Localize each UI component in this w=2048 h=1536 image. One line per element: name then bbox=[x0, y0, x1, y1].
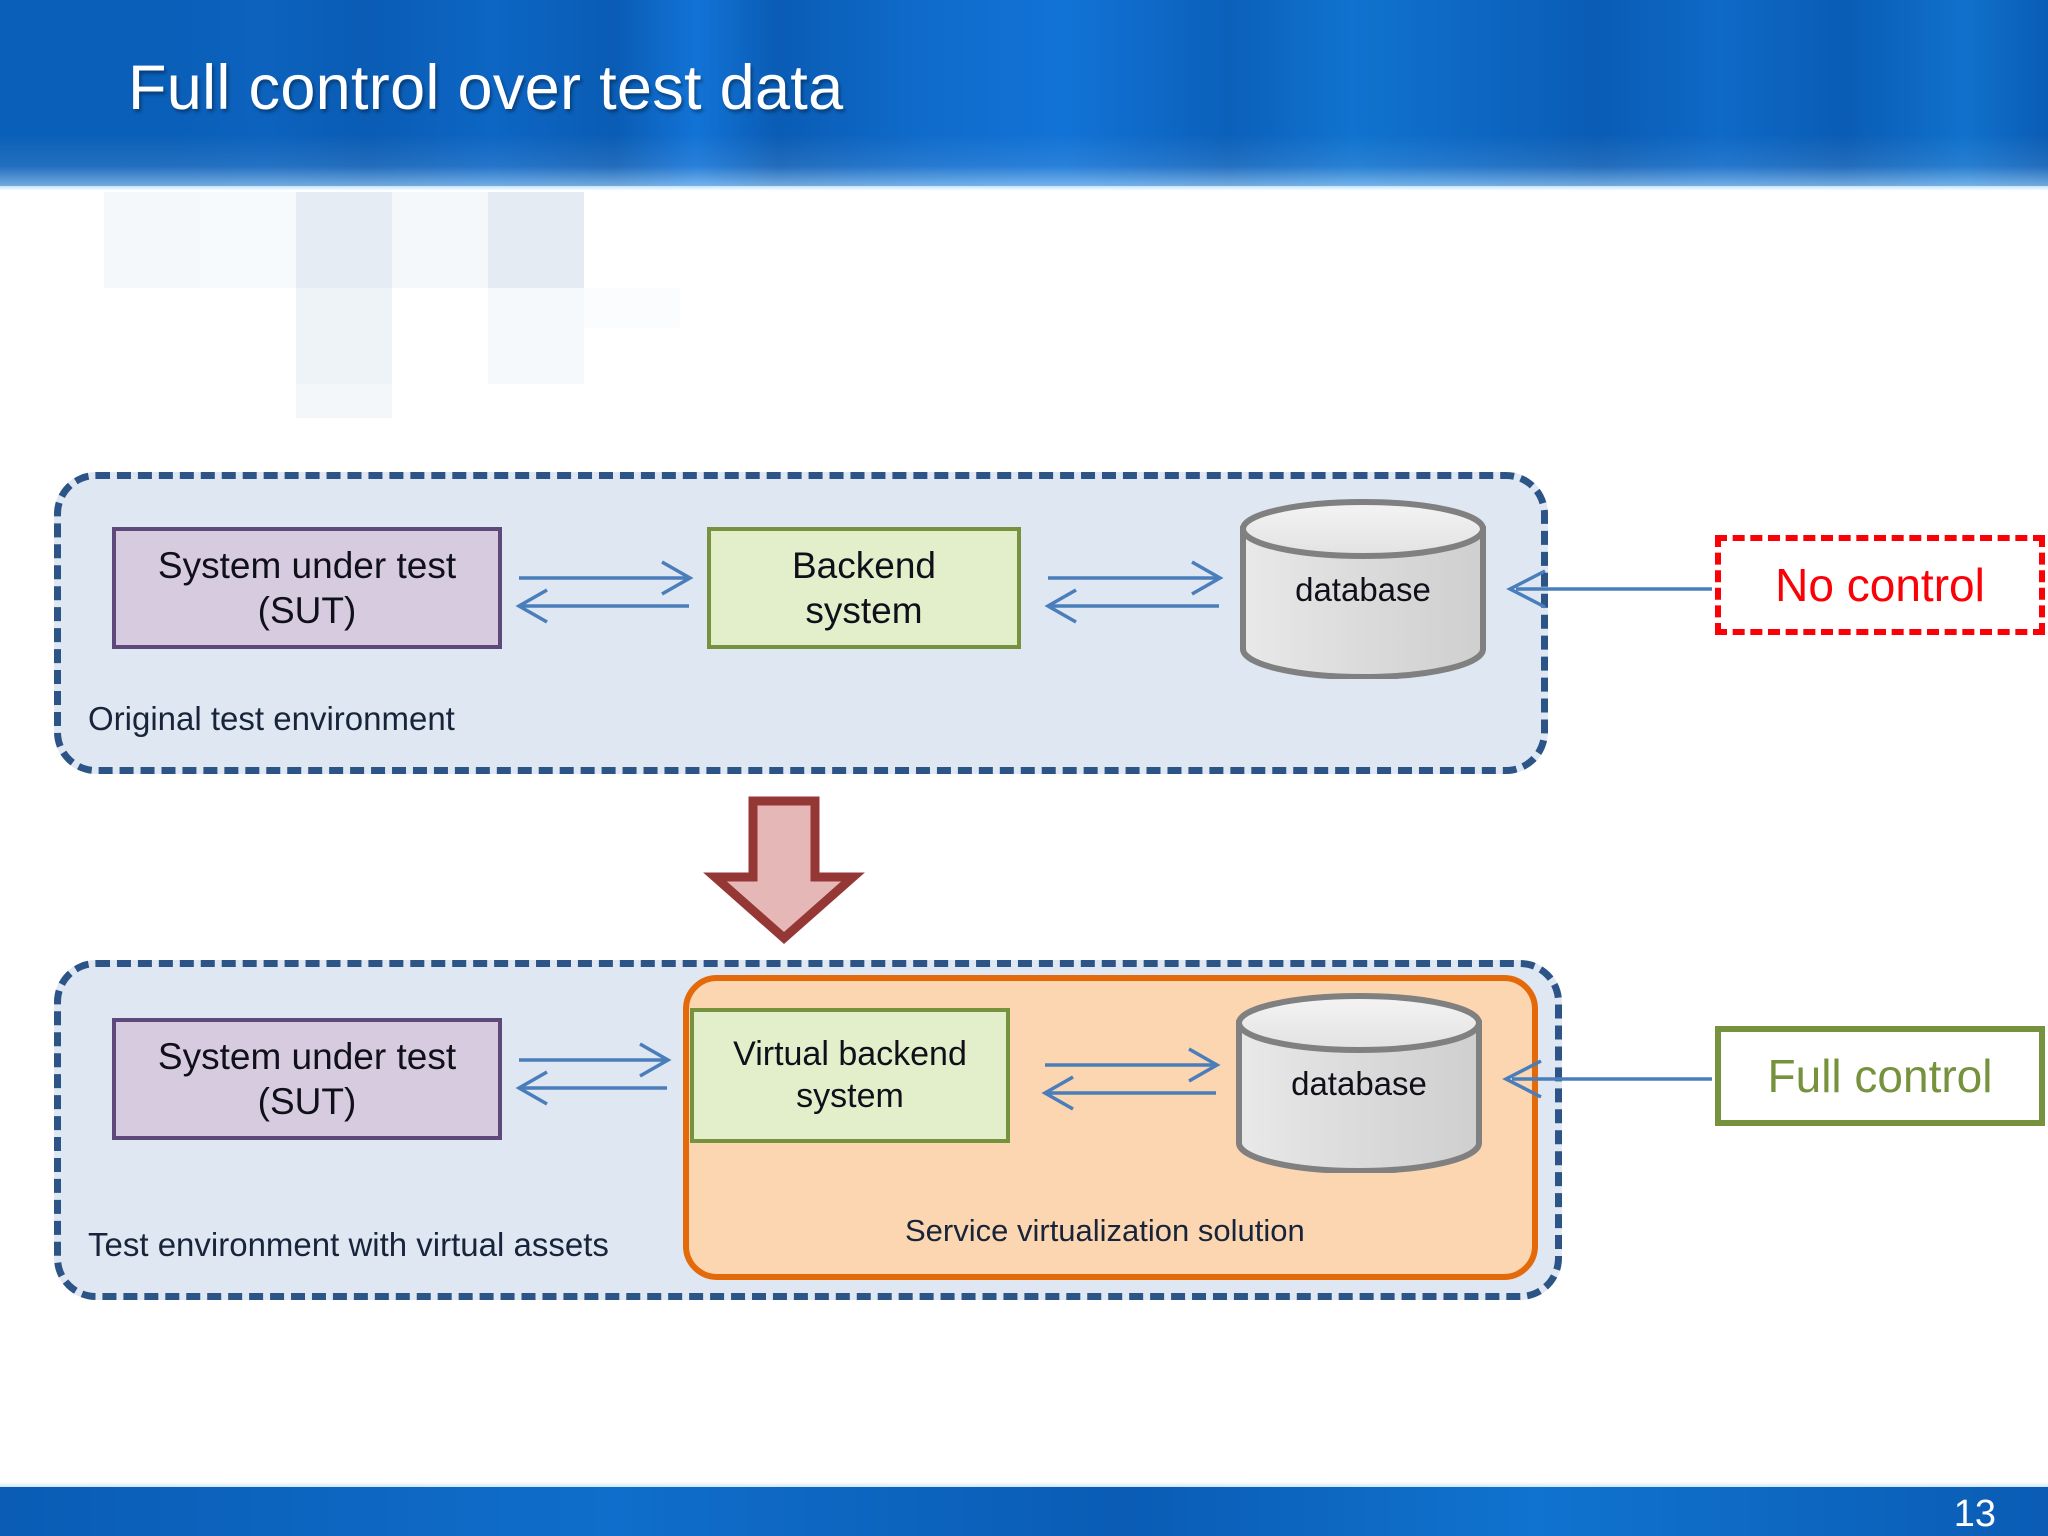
virtual-test-environment-label: Test environment with virtual assets bbox=[88, 1226, 609, 1263]
backend-system-text: Backend system bbox=[792, 543, 936, 633]
sut-box-bottom[interactable]: System under test (SUT) bbox=[112, 1018, 502, 1140]
sut-bottom-line1: System under test bbox=[157, 1035, 457, 1077]
transition-down-arrow bbox=[703, 796, 865, 945]
sut-box-bottom-text: System under test (SUT) bbox=[158, 1034, 456, 1124]
sut-box-top-text: System under test (SUT) bbox=[158, 543, 456, 633]
virtual-backend-text: Virtual backend system bbox=[733, 1034, 967, 1117]
database-label-bottom: database bbox=[1291, 1065, 1427, 1102]
decor-square bbox=[488, 288, 584, 384]
decor-square bbox=[200, 192, 296, 288]
database-cylinder-bottom[interactable]: database bbox=[1234, 993, 1484, 1174]
no-control-callout[interactable]: No control bbox=[1715, 535, 2045, 635]
header-sheen bbox=[0, 134, 2048, 186]
database-label-top: database bbox=[1295, 571, 1431, 608]
decor-square bbox=[104, 192, 200, 288]
slide-header bbox=[0, 0, 2048, 186]
sut-bottom-line2: (SUT) bbox=[257, 1081, 357, 1122]
footer-bar bbox=[0, 1487, 2048, 1536]
backend-line2: system bbox=[805, 590, 923, 631]
full-control-callout[interactable]: Full control bbox=[1715, 1026, 2045, 1126]
sut-top-line2: (SUT) bbox=[257, 590, 357, 631]
backend-system-box[interactable]: Backend system bbox=[707, 527, 1021, 649]
service-virtualization-label: Service virtualization solution bbox=[905, 1213, 1305, 1248]
original-test-environment-label: Original test environment bbox=[88, 700, 455, 737]
decor-square bbox=[488, 192, 584, 288]
database-cylinder-top[interactable]: database bbox=[1238, 499, 1488, 680]
no-control-label: No control bbox=[1775, 559, 1985, 611]
database-icon-top bbox=[1240, 499, 1486, 680]
virtual-backend-system-box[interactable]: Virtual backend system bbox=[690, 1008, 1010, 1143]
decor-square bbox=[296, 384, 392, 418]
database-icon-bottom bbox=[1236, 993, 1482, 1174]
full-control-label: Full control bbox=[1767, 1050, 1993, 1102]
header-underline bbox=[0, 186, 2048, 191]
decor-square bbox=[296, 288, 392, 384]
virtual-backend-line1: Virtual backend bbox=[733, 1035, 967, 1074]
decor-square bbox=[296, 192, 392, 288]
backend-line1: Backend bbox=[792, 544, 936, 586]
sut-box-top[interactable]: System under test (SUT) bbox=[112, 527, 502, 649]
decor-square bbox=[584, 288, 680, 328]
page-title: Full control over test data bbox=[128, 53, 844, 123]
page-number: 13 bbox=[1953, 1493, 1996, 1535]
sut-top-line1: System under test bbox=[157, 544, 457, 586]
virtual-backend-line2: system bbox=[796, 1076, 904, 1115]
footer-hairline bbox=[0, 1482, 2048, 1487]
decor-square bbox=[392, 192, 488, 288]
